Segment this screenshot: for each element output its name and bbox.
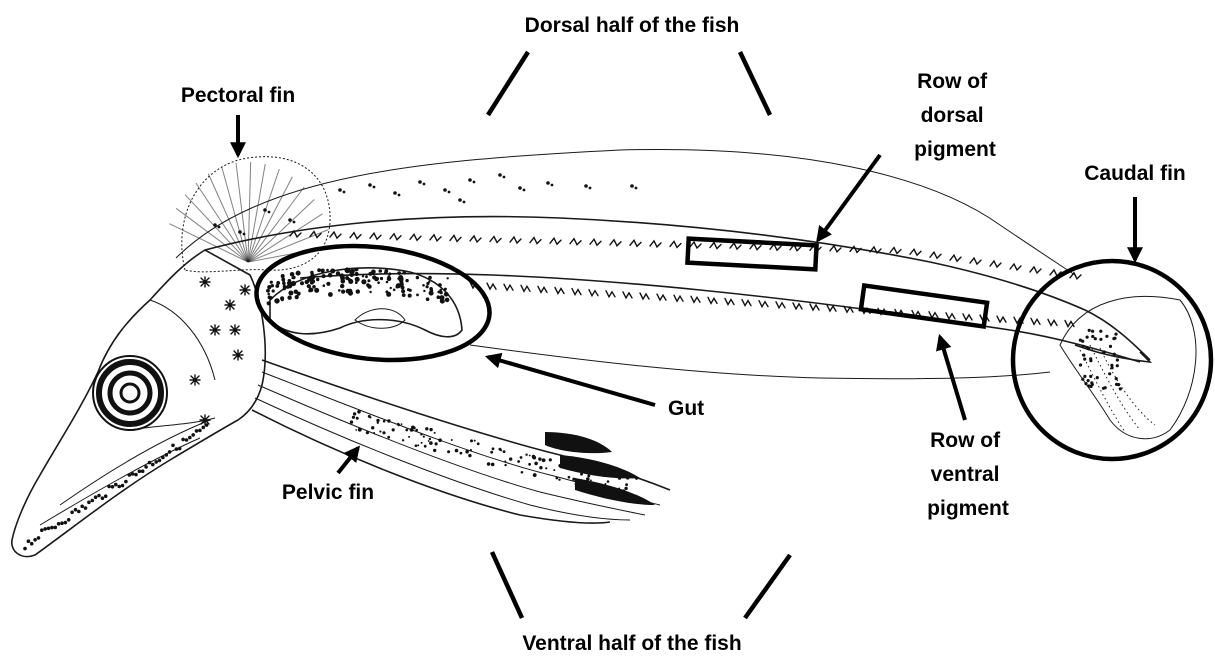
gut-arrow xyxy=(488,357,655,405)
gut-drawing xyxy=(266,267,462,336)
pelvic-fin-label: Pelvic fin xyxy=(282,481,374,504)
caudal-fin-circle xyxy=(1013,261,1211,459)
dorsal-indicator-left xyxy=(488,52,528,115)
ventral-indicator-right xyxy=(745,555,790,618)
dorsal-pigment-arrow xyxy=(818,155,880,240)
finfold-pigment xyxy=(213,173,637,235)
fish-illustration xyxy=(12,149,1196,556)
dorsal-pigment-line-2: dorsal xyxy=(921,104,984,127)
dorsal-half-label: Dorsal half of the fish xyxy=(525,14,740,37)
caudal-fin-label: Caudal fin xyxy=(1084,162,1186,185)
caudal-pigment xyxy=(1079,329,1122,391)
dorsal-pigment-line-1: Row of xyxy=(917,70,988,93)
pectoral-fin-label: Pectoral fin xyxy=(181,84,295,107)
dorsal-indicator-right xyxy=(740,52,770,115)
ventral-pigment-label: Row of ventral pigment xyxy=(927,429,1009,520)
gut-outline-ellipse xyxy=(251,235,495,371)
ventral-pigment-box xyxy=(861,285,987,326)
dorsal-pigment-label: Row of dorsal pigment xyxy=(914,70,996,161)
ventral-pigment-line-3: pigment xyxy=(927,497,1009,520)
caudal-fin-drawing xyxy=(1060,296,1196,438)
ventral-half-label: Ventral half of the fish xyxy=(522,632,741,655)
nape-pigment xyxy=(190,277,250,425)
pectoral-fin-drawing xyxy=(169,157,331,272)
gut-label: Gut xyxy=(668,397,704,420)
ventral-indicator-left xyxy=(492,552,522,618)
dorsal-pigment-line-3: pigment xyxy=(914,138,996,161)
ventral-pigment-line-1: Row of xyxy=(930,429,1001,452)
ventral-pigment-line-2: ventral xyxy=(931,463,1000,486)
annotation-layer: Dorsal half of the fish Ventral half of … xyxy=(181,14,1211,655)
dorsal-pigment-box xyxy=(687,239,816,270)
head-drawing xyxy=(12,250,265,557)
